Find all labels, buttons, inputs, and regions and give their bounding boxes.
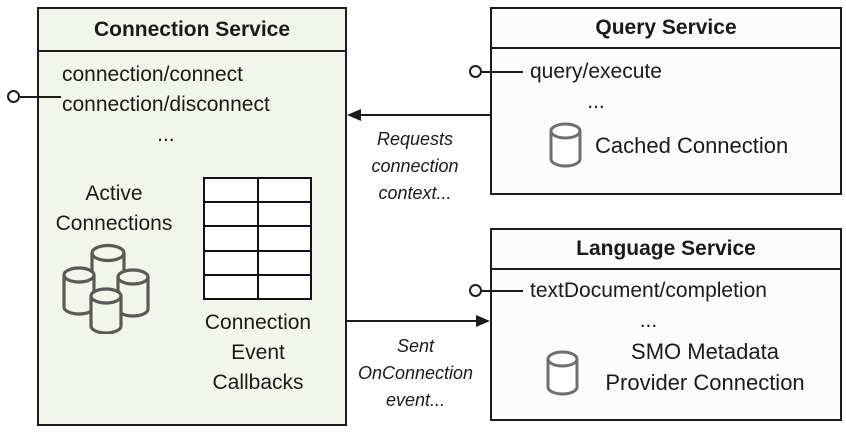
connection-event-callbacks-label: Connection Event Callbacks [186, 308, 330, 398]
connection-interface-lollipop-icon [7, 90, 20, 103]
callback-table-cell [257, 178, 311, 203]
callback-table [203, 177, 312, 300]
database-cluster-icon [62, 243, 150, 334]
query-interface-lollipop-icon [469, 65, 482, 78]
active-connections-line1: Active [85, 182, 143, 205]
methods-ellipsis: ... [157, 123, 175, 146]
callback-table-cell [257, 202, 311, 227]
callback-table-cell [204, 250, 258, 275]
sent-line3: event... [385, 390, 446, 410]
requests-line1: Requests [376, 129, 454, 149]
sent-line2: OnConnection [357, 363, 474, 383]
smo-metadata-cylinder-icon [546, 350, 579, 396]
active-connections-line2: Connections [55, 212, 173, 235]
cached-connection-label: Cached Connection [595, 133, 789, 158]
query-service-methods: query/execute ... [530, 57, 662, 117]
query-ellipsis: ... [587, 90, 605, 113]
language-ellipsis: ... [639, 309, 658, 332]
connection-service-title: Connection Service [39, 9, 345, 52]
callback-table-cell [204, 178, 258, 203]
callbacks-line2: Event [231, 341, 285, 364]
callback-table-cell [204, 202, 258, 227]
cached-connection-cylinder-icon [549, 122, 582, 168]
callback-table-cell [257, 250, 311, 275]
method-textdocument-completion: textDocument/completion [530, 279, 767, 302]
smo-metadata-provider-label: SMO Metadata Provider Connection [585, 336, 825, 398]
callback-table-cell [257, 274, 311, 299]
sent-arrow-line [347, 320, 478, 322]
requests-arrow-line [357, 114, 490, 116]
smo-line2: Provider Connection [605, 370, 805, 395]
requests-line3: context... [378, 183, 452, 203]
callback-table-cell [204, 226, 258, 251]
method-connection-connect: connection/connect [62, 63, 243, 86]
active-connections-label: Active Connections [49, 179, 179, 239]
language-service-box: Language Service textDocument/completion… [490, 228, 842, 421]
connection-service-box: Connection Service connection/connect co… [37, 7, 347, 426]
sent-line1: Sent [396, 336, 435, 356]
requests-line2: connection [371, 156, 459, 176]
method-query-execute: query/execute [530, 60, 662, 83]
method-connection-disconnect: connection/disconnect [62, 93, 270, 116]
requests-connection-annotation: Requests connection context... [355, 126, 475, 207]
language-service-title: Language Service [492, 230, 840, 270]
query-service-title: Query Service [492, 9, 840, 49]
callback-table-cell [204, 274, 258, 299]
callbacks-line1: Connection [204, 311, 312, 334]
smo-line1: SMO Metadata [631, 339, 779, 364]
callback-table-cell [257, 226, 311, 251]
language-service-methods: textDocument/completion ... [530, 276, 767, 336]
sent-onconnection-annotation: Sent OnConnection event... [350, 333, 481, 414]
connection-service-methods: connection/connect connection/disconnect… [62, 60, 270, 150]
callbacks-line3: Callbacks [212, 371, 304, 394]
language-interface-lollipop-icon [469, 284, 482, 297]
sent-arrowhead-icon [476, 315, 490, 327]
requests-arrowhead-icon [347, 109, 361, 121]
query-service-box: Query Service query/execute ... Cached C… [490, 7, 842, 195]
